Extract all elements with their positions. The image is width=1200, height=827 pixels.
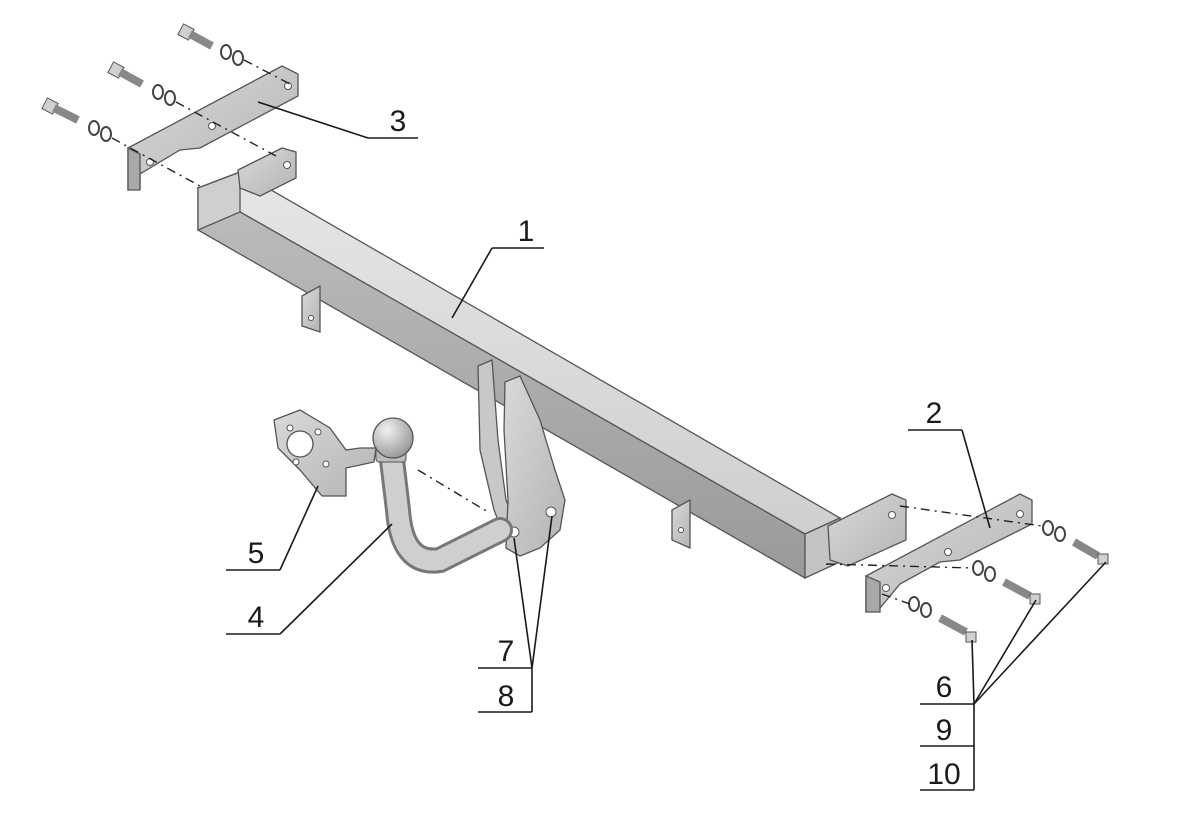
left-assembly-axes [111,59,291,187]
right-bolts [908,520,1109,643]
crossbar [196,171,842,580]
bolt-right-2 [972,560,1041,605]
callout-7: 7 [498,635,515,668]
leader-lines [226,101,1107,791]
bolt-left-1 [177,23,244,66]
callout-8: 8 [498,680,515,713]
callout-9: 9 [936,714,953,747]
bolt-right-3 [908,596,977,643]
tow-ball-axis [417,469,489,513]
right-mounting-plate [865,493,1033,613]
bolt-left-2 [107,61,176,106]
callout-4: 4 [248,601,265,634]
left-bar-bracket [237,147,297,197]
callout-6: 6 [936,671,953,704]
callout-1: 1 [518,215,535,248]
tow-ball-arm [372,417,513,574]
callout-3: 3 [390,105,407,138]
hanger-tab-left [301,284,321,333]
right-assembly-axes [825,505,1043,605]
callout-10: 10 [927,758,960,791]
socket-plate [273,409,377,497]
callout-5: 5 [248,537,265,570]
right-bar-bracket [827,493,907,567]
hanger-tab-right [671,498,691,550]
center-hitch-plates [477,359,566,557]
left-bolts [41,23,244,142]
bolt-left-3 [41,97,112,142]
callout-2: 2 [926,397,943,430]
bolt-right-1 [1042,520,1109,565]
